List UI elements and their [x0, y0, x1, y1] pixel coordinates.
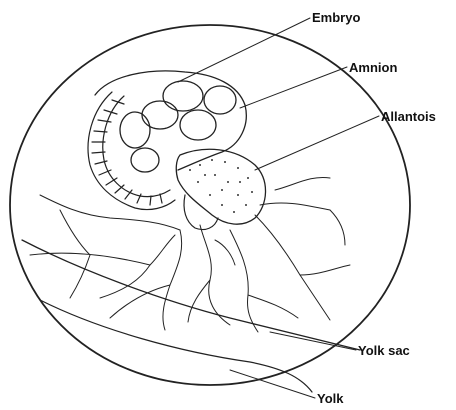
blood-vessels	[30, 177, 350, 332]
label-yolk-sac: Yolk sac	[358, 343, 410, 358]
embryo-body	[88, 92, 175, 210]
egg-shell-outline	[10, 25, 410, 385]
label-allantois: Allantois	[381, 109, 436, 124]
yolk-leader-line	[230, 370, 315, 398]
label-embryo: Embryo	[312, 10, 360, 25]
label-amnion: Amnion	[349, 60, 397, 75]
yolk-sac-membrane	[22, 240, 360, 350]
label-yolk: Yolk	[317, 391, 344, 406]
allantois-sac	[176, 149, 265, 224]
allantois-leader-line	[255, 116, 379, 170]
yolk-boundary	[40, 300, 312, 392]
yolk-stalk	[184, 195, 218, 230]
yolk-sac-leader-line	[270, 332, 356, 350]
amnion-leader-line	[240, 67, 347, 108]
